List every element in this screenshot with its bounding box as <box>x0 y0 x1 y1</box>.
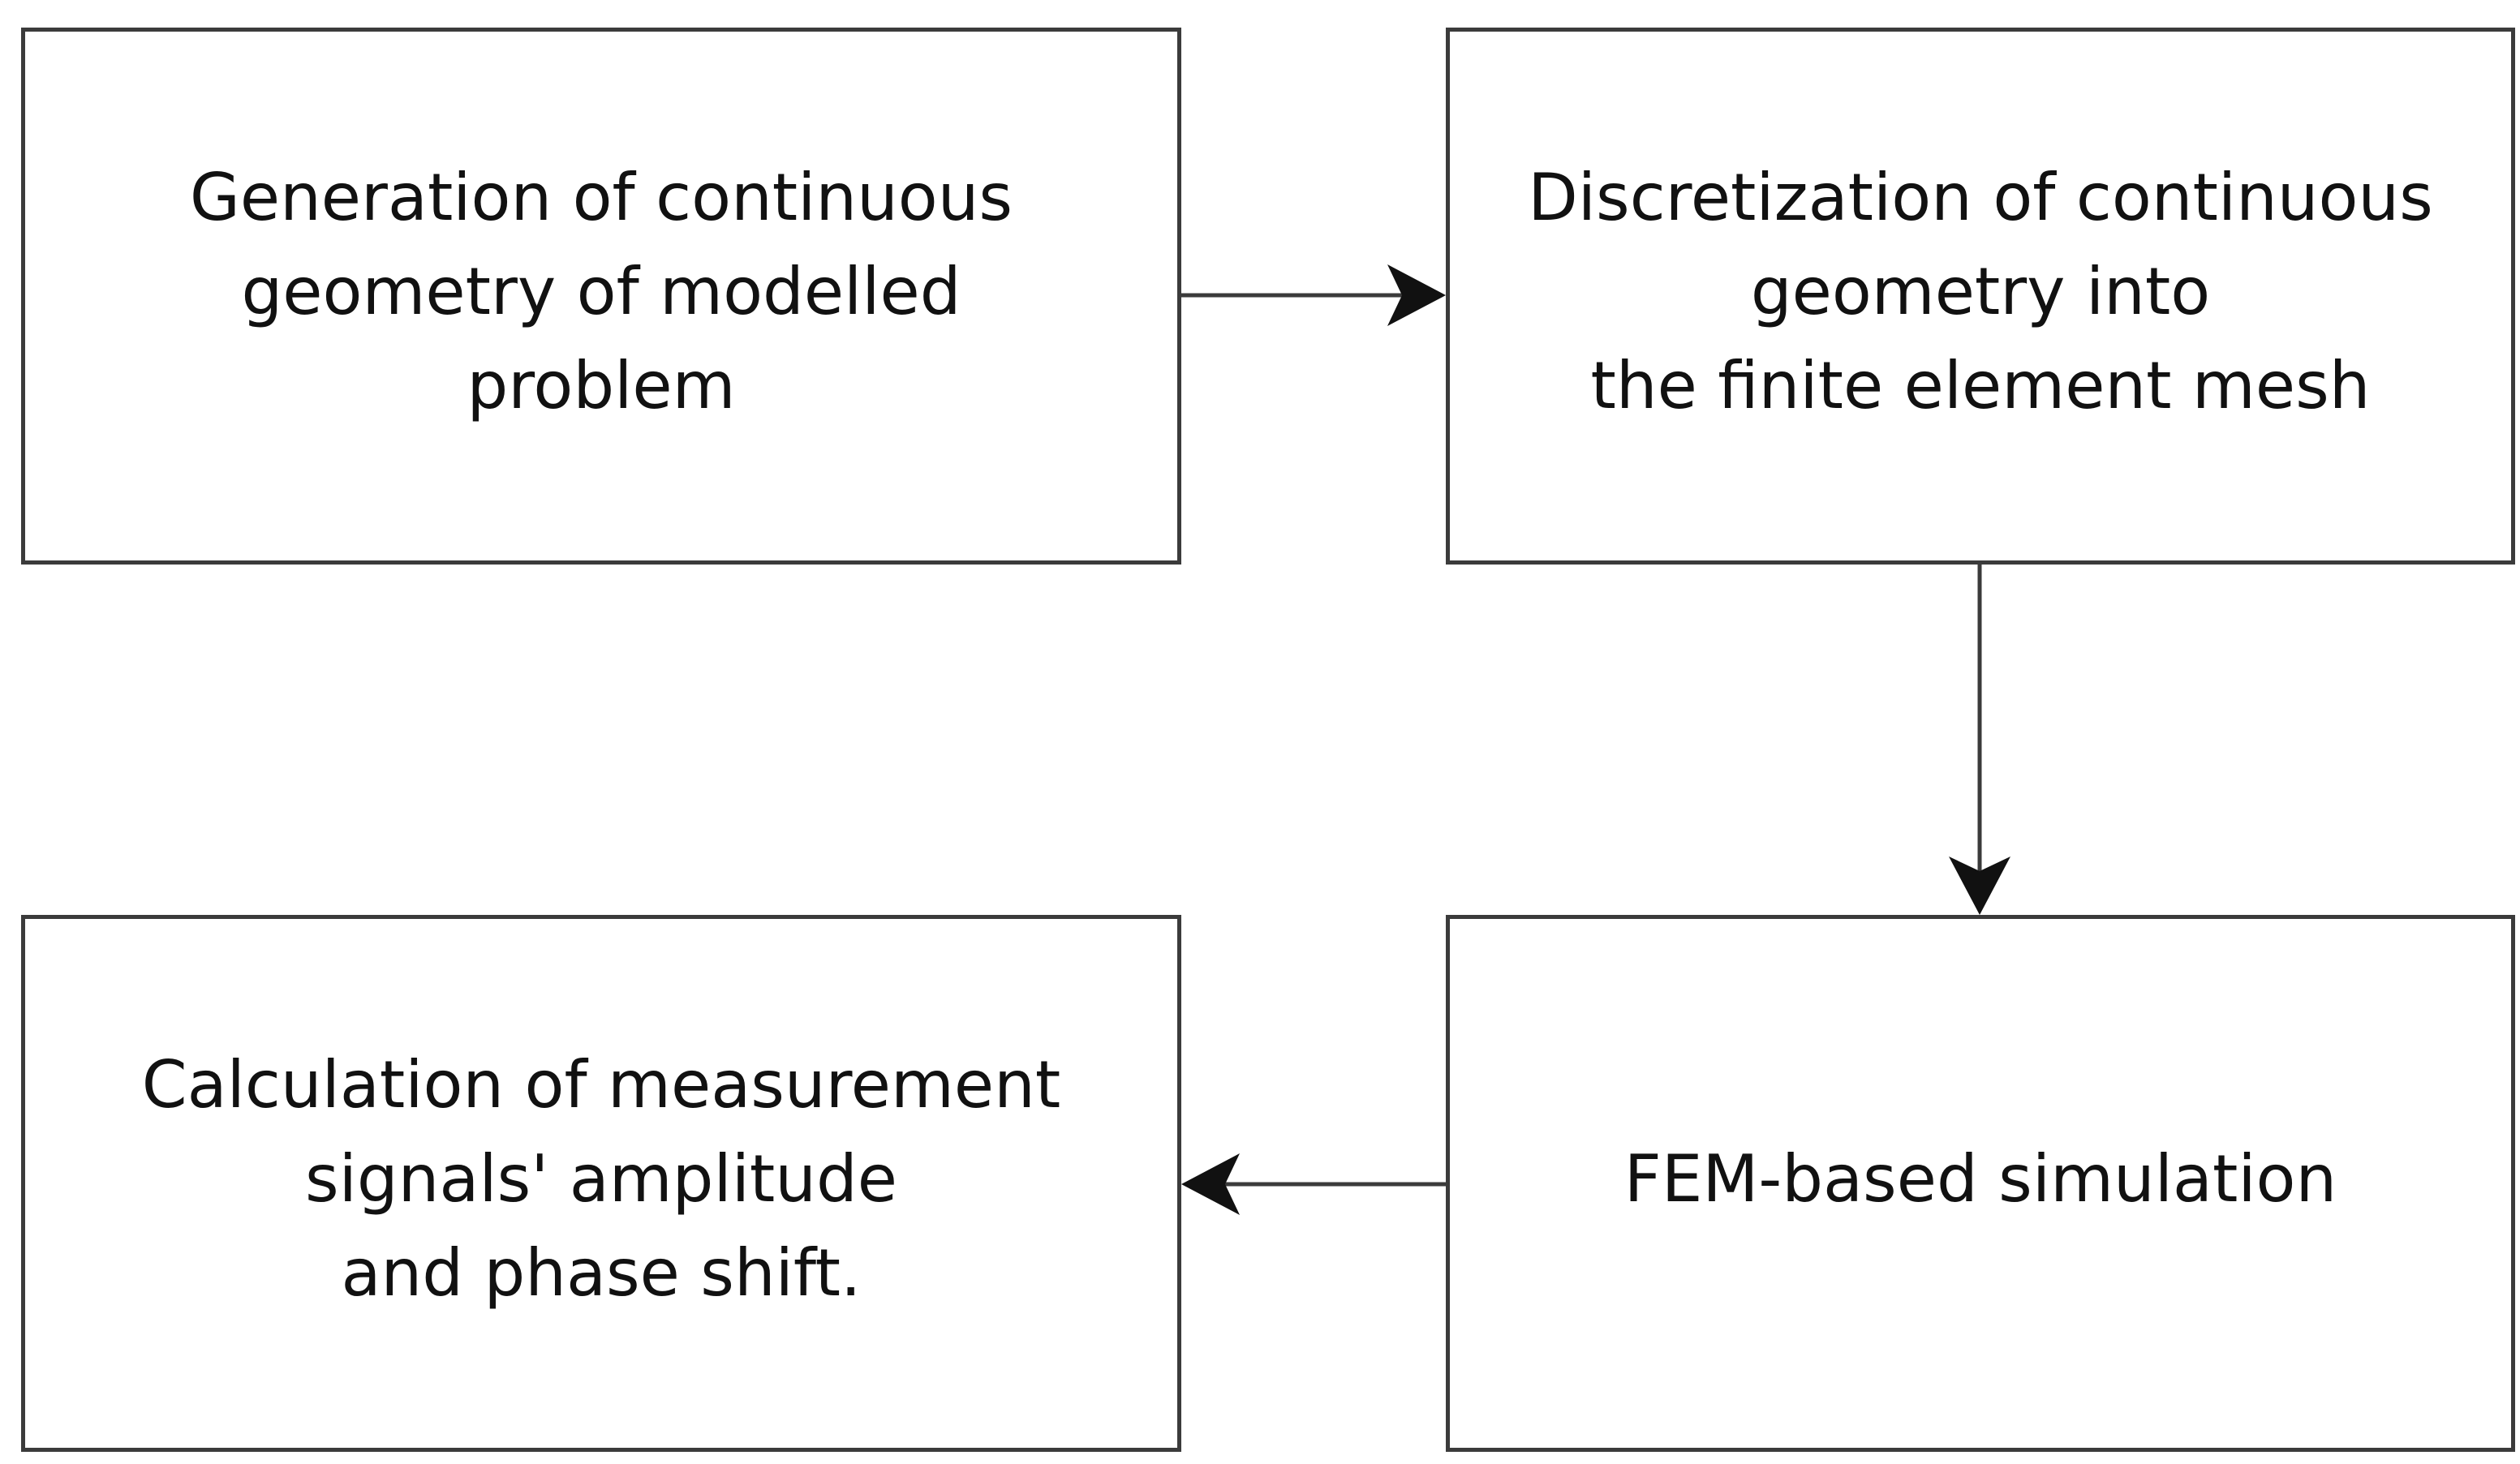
step-discretization: Discretization of continuous geometry in… <box>1446 28 2515 565</box>
step-fem-simulation-label: FEM-based simulation <box>1623 1141 2337 1217</box>
step-discretization-label: Discretization of continuous geometry in… <box>1528 160 2433 423</box>
step-geometry-generation-label: Generation of continuous geometry of mod… <box>189 160 1013 423</box>
step-fem-simulation: FEM-based simulation <box>1446 915 2515 1452</box>
arrow-1-to-2-head <box>1387 264 1446 326</box>
arrow-3-to-4-head <box>1181 1153 1240 1215</box>
arrow-2-to-3-head <box>1949 857 2010 915</box>
step-signal-calculation: Calculation of measurement signals' ampl… <box>21 915 1181 1452</box>
step-geometry-generation: Generation of continuous geometry of mod… <box>21 28 1181 565</box>
step-signal-calculation-label: Calculation of measurement signals' ampl… <box>141 1047 1061 1311</box>
